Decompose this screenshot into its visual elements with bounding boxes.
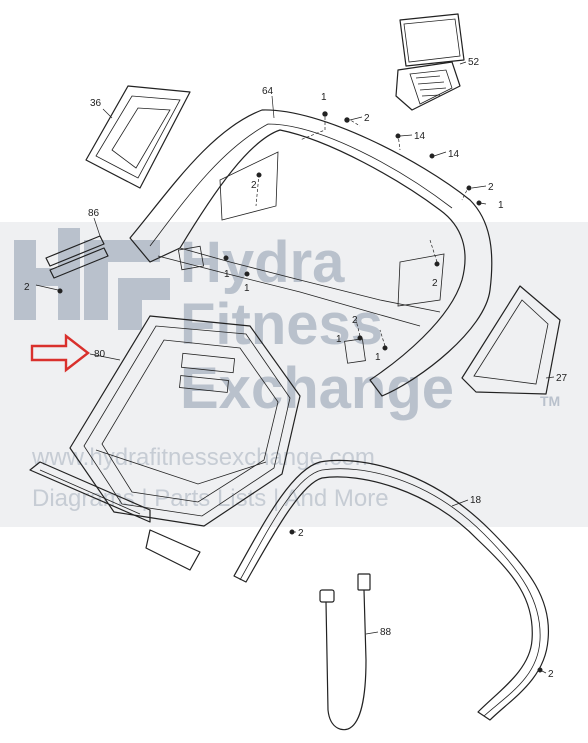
callout-2d: 2 — [24, 282, 30, 293]
watermark-url: www.hydrafitnessexchange.com — [31, 444, 375, 471]
callout-2g: 2 — [298, 528, 304, 539]
callout-1f: 1 — [375, 352, 381, 363]
callout-2e: 2 — [432, 278, 438, 289]
callout-2h: 2 — [548, 669, 554, 680]
highlight-arrow-icon — [30, 333, 90, 373]
part-88-cable — [319, 573, 371, 731]
callout-88: 88 — [380, 627, 392, 638]
callout-2c: 2 — [488, 182, 494, 193]
callout-1c: 1 — [224, 269, 230, 280]
callout-1e: 1 — [336, 334, 342, 345]
callout-1b: 1 — [498, 200, 504, 211]
dashed-guides — [255, 112, 470, 347]
callout-80: 80 — [94, 349, 106, 360]
part-18-handrail — [233, 459, 550, 721]
callout-1a: 1 — [321, 92, 327, 103]
watermark-tm: TM — [540, 393, 560, 409]
callout-14a: 14 — [414, 131, 426, 142]
callout-64: 64 — [262, 86, 274, 97]
watermark-line2: Fitness — [180, 292, 383, 357]
part-80-console-base — [69, 315, 301, 527]
part-64-console-frame — [129, 109, 493, 397]
callout-2b: 2 — [251, 180, 257, 191]
callout-86: 86 — [88, 208, 100, 219]
callout-18: 18 — [470, 495, 482, 506]
watermark-tagline: Diagrams | Parts Lists | And More — [32, 485, 389, 512]
callout-1d: 1 — [244, 283, 250, 294]
callout-2f: 2 — [352, 315, 358, 326]
callout-52: 52 — [468, 57, 480, 68]
part-27-right-tray — [461, 285, 561, 395]
callout-2a: 2 — [364, 113, 370, 124]
callout-36: 36 — [90, 98, 102, 109]
part-52-display — [395, 13, 465, 111]
callout-14b: 14 — [448, 149, 460, 160]
leader-lines — [35, 61, 555, 674]
part-36-left-tray — [85, 85, 191, 189]
watermark-line3: Exchange — [180, 356, 454, 421]
watermark: Hydra Fitness Exchange TM www.hydrafitne… — [0, 222, 588, 527]
left-handlebar — [29, 461, 201, 571]
callout-27: 27 — [556, 373, 568, 384]
part-86-bracket — [45, 235, 109, 279]
callout-labels: 52 64 36 1 2 14 14 2 2 1 86 2 2 1 1 2 1 … — [24, 57, 568, 680]
